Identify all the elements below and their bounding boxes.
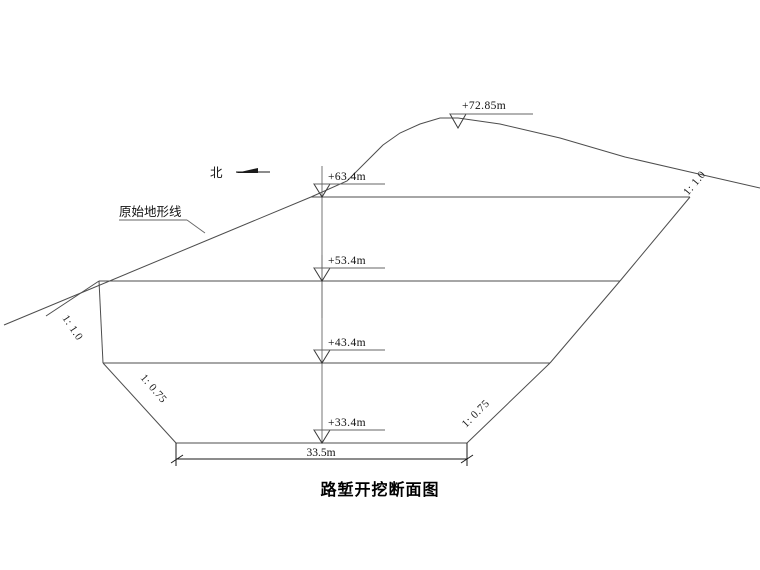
elevation-label-33-4: +33.4m	[328, 417, 366, 429]
left-mid-slope-line	[98, 280, 104, 364]
elevation-marker-33-4	[313, 429, 385, 444]
drawing-title: 路堑开挖断面图	[320, 480, 439, 499]
north-direction-label: 北	[210, 165, 223, 180]
elevation-label-72-85: +72.85m	[462, 100, 506, 112]
north-arrow-icon	[236, 168, 270, 173]
left-upper-slope-line	[45, 280, 100, 317]
elevation-label-43-4: +43.4m	[328, 337, 366, 349]
right-lower-slope-line	[466, 362, 551, 444]
left-lower-slope-line	[102, 362, 177, 444]
elevation-marker-53-4	[313, 267, 385, 282]
elevation-label-63-4: +63.4m	[328, 171, 366, 183]
right-mid-slope-line	[549, 280, 621, 364]
base-width-dimension-line	[170, 443, 474, 466]
elevation-marker-63-4	[313, 183, 385, 198]
elevation-marker-43-4	[313, 349, 385, 364]
elevation-marker-72-85	[449, 113, 533, 130]
terrain-leader-line	[119, 219, 206, 234]
base-width-dimension-label: 33.5m	[306, 447, 335, 459]
right-upper-slope-line	[619, 196, 691, 282]
slope-label-right-lower: 1: 0.75	[460, 398, 493, 431]
slope-label-right-upper: 1: 1.0	[681, 169, 708, 198]
original-terrain-line-path	[3, 117, 760, 326]
original-terrain-label: 原始地形线	[119, 204, 182, 219]
elevation-label-53-4: +53.4m	[328, 255, 366, 267]
slope-label-left-lower: 1: 0.75	[138, 372, 169, 406]
slope-label-left-upper: 1: 1.0	[60, 313, 86, 343]
